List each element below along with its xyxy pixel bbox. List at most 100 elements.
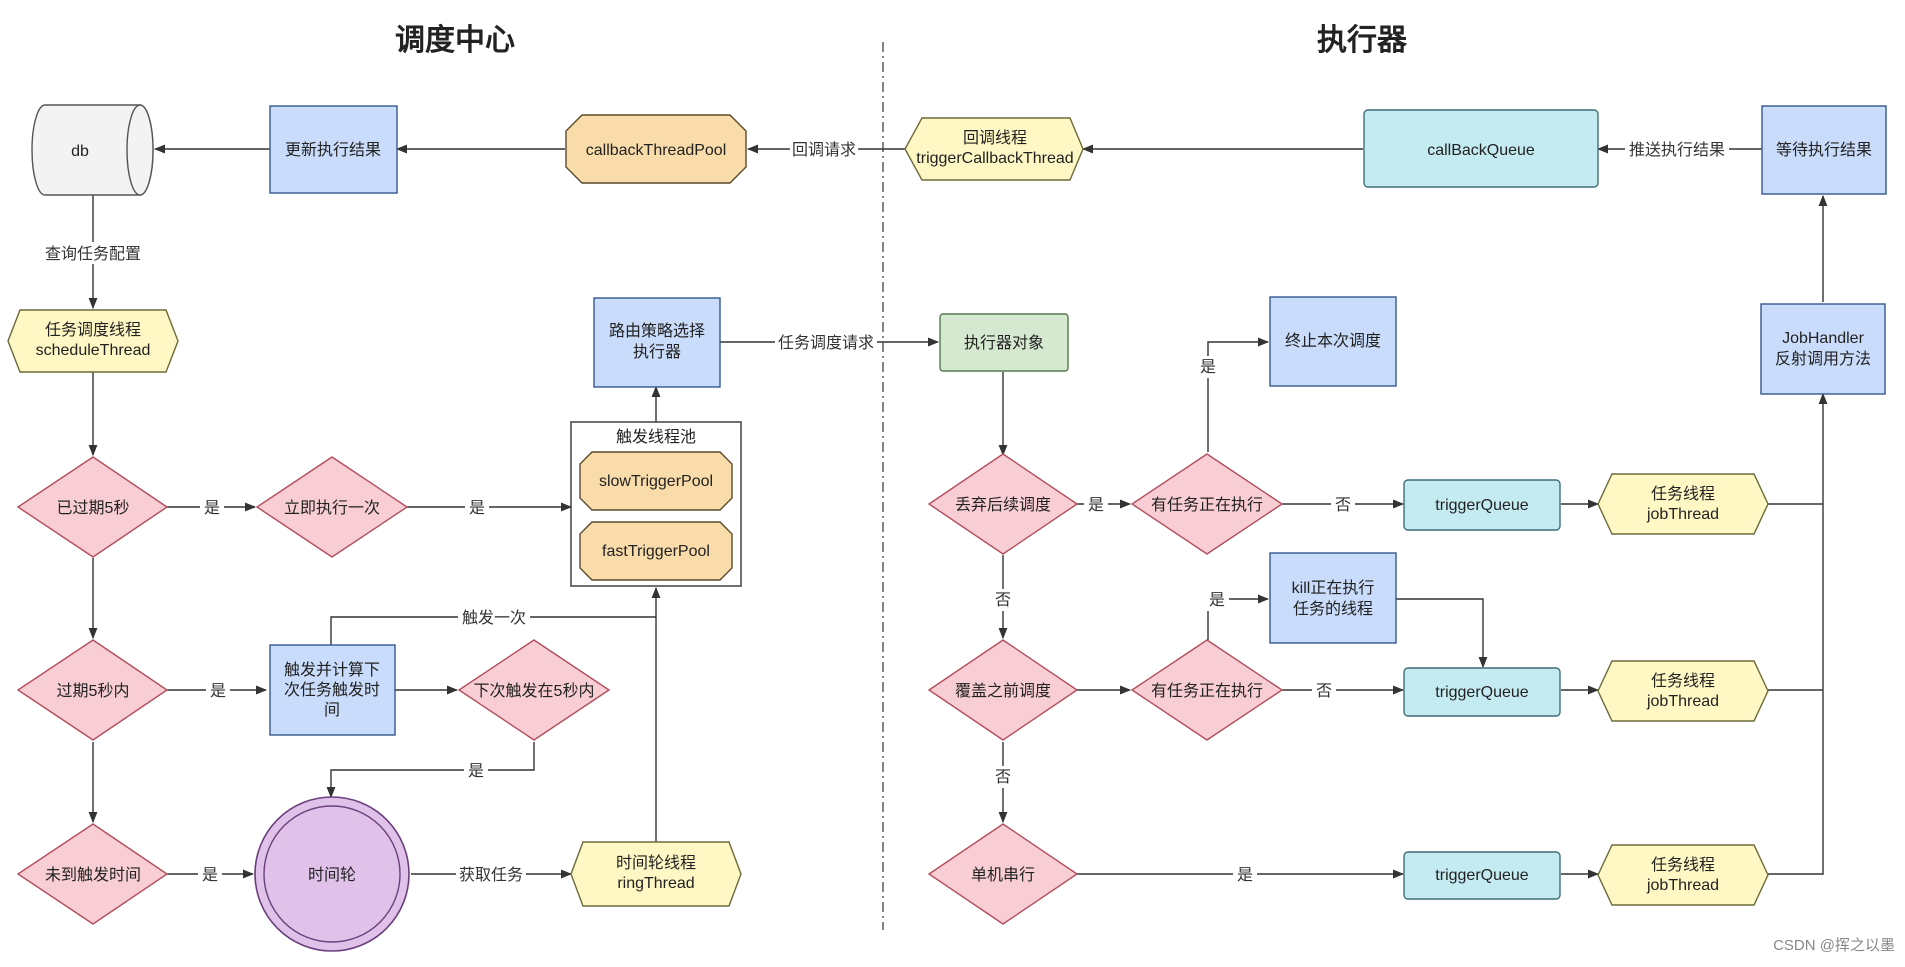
label-push-result: 推送执行结果 <box>1629 141 1725 159</box>
update-result-node: 更新执行结果 <box>269 105 398 194</box>
callback-queue-node: callBackQueue <box>1363 109 1599 188</box>
label-running1-no: 否 <box>1335 497 1351 514</box>
label-query-config: 查询任务配置 <box>45 245 141 263</box>
executor-obj-label: 执行器对象 <box>964 334 1044 352</box>
job-thread-2-line2: jobThread <box>1646 693 1719 710</box>
trigger-pool-group-label: 触发线程池 <box>616 428 696 446</box>
label-within-yes: 是 <box>210 683 226 700</box>
ring-thread-node: 时间轮线程 ringThread <box>570 841 742 907</box>
job-thread-3-node: 任务线程 jobThread <box>1597 844 1769 906</box>
serial-node: 单机串行 <box>927 823 1079 925</box>
label-discard-no: 否 <box>995 592 1011 609</box>
expired-5s-label: 已过期5秒 <box>57 499 130 517</box>
title-executor: 执行器 <box>1317 24 1408 57</box>
label-expired-yes: 是 <box>204 500 220 517</box>
within-5s-label: 过期5秒内 <box>57 682 130 700</box>
watermark: CSDN @挥之以墨 <box>1773 937 1895 954</box>
next-in-5s-label: 下次触发在5秒内 <box>474 682 595 700</box>
job-thread-3-line1: 任务线程 <box>1651 856 1715 874</box>
schedule-thread-line2: scheduleThread <box>36 342 151 359</box>
label-serial-yes: 是 <box>1237 867 1253 884</box>
running-1-label: 有任务正在执行 <box>1151 496 1263 514</box>
label-running2-no: 否 <box>1316 683 1332 700</box>
edge-running1-yes <box>1207 337 1270 452</box>
db-node: db <box>31 104 154 196</box>
wait-result-label: 等待执行结果 <box>1776 141 1872 159</box>
edge-job3-to-handler <box>1768 392 1828 875</box>
trigger-calc-line3: 间 <box>324 701 340 719</box>
label-next-yes: 是 <box>468 763 484 780</box>
executor-obj-node: 执行器对象 <box>939 313 1069 372</box>
label-dispatch-request: 任务调度请求 <box>778 334 874 352</box>
serial-label: 单机串行 <box>971 866 1035 884</box>
job-thread-1-line2: jobThread <box>1646 506 1719 523</box>
kill-running-line1: kill正在执行 <box>1292 579 1375 597</box>
label-running1-yes: 是 <box>1200 359 1216 376</box>
stop-schedule-node: 终止本次调度 <box>1269 296 1397 387</box>
schedule-thread-node: 任务调度线程 scheduleThread <box>7 309 179 373</box>
label-trigger-once: 触发一次 <box>462 609 526 627</box>
label-discard-yes: 是 <box>1088 497 1104 514</box>
trigger-queue-1-label: triggerQueue <box>1435 497 1528 514</box>
label-notdue-yes: 是 <box>202 867 218 884</box>
job-handler-line1: JobHandler <box>1782 330 1865 347</box>
trigger-calc-line2: 次任务触发时 <box>284 681 380 699</box>
within-5s-node: 过期5秒内 <box>16 639 169 741</box>
job-thread-2-node: 任务线程 jobThread <box>1597 660 1769 722</box>
trigger-calc-line1: 触发并计算下 <box>284 660 380 679</box>
trigger-queue-2-node: triggerQueue <box>1403 667 1561 717</box>
callback-pool-label: callbackThreadPool <box>586 142 727 159</box>
ring-thread-line1: 时间轮线程 <box>616 854 696 872</box>
time-wheel-node: 时间轮 <box>254 796 410 952</box>
running-1-node: 有任务正在执行 <box>1130 453 1284 555</box>
label-running2-yes: 是 <box>1209 592 1225 609</box>
run-once-node: 立即执行一次 <box>255 456 409 558</box>
next-in-5s-node: 下次触发在5秒内 <box>457 639 611 741</box>
job-thread-1-line1: 任务线程 <box>1651 485 1715 503</box>
edge-kill-to-queue2 <box>1396 598 1488 669</box>
edge-next-yes <box>326 742 535 799</box>
route-select-line2: 执行器 <box>633 343 681 361</box>
trigger-queue-2-label: triggerQueue <box>1435 684 1528 701</box>
trigger-calc-node: 触发并计算下 次任务触发时 间 <box>269 644 396 736</box>
title-dispatch-center: 调度中心 <box>395 24 515 57</box>
cover-before-node: 覆盖之前调度 <box>927 639 1079 741</box>
trigger-queue-1-node: triggerQueue <box>1403 479 1561 531</box>
callback-thread-line2: triggerCallbackThread <box>916 150 1073 167</box>
callback-queue-label: callBackQueue <box>1427 142 1535 159</box>
route-select-node: 路由策略选择 执行器 <box>593 297 721 388</box>
job-handler-node: JobHandler 反射调用方法 <box>1760 303 1886 395</box>
trigger-queue-3-node: triggerQueue <box>1403 851 1561 900</box>
callback-pool-node: callbackThreadPool <box>565 114 747 184</box>
expired-5s-node: 已过期5秒 <box>16 456 169 558</box>
trigger-queue-3-label: triggerQueue <box>1435 867 1528 884</box>
kill-running-line2: 任务的线程 <box>1293 600 1373 618</box>
update-result-label: 更新执行结果 <box>285 141 381 159</box>
run-once-label: 立即执行一次 <box>284 499 380 517</box>
edge-trigger-once <box>330 616 656 645</box>
route-select-line1: 路由策略选择 <box>609 322 705 340</box>
not-due-label: 未到触发时间 <box>45 866 141 884</box>
discard-later-node: 丢弃后续调度 <box>927 453 1079 555</box>
job-handler-line2: 反射调用方法 <box>1775 350 1871 368</box>
slow-pool-node: slowTriggerPool <box>579 451 733 511</box>
fast-pool-label: fastTriggerPool <box>602 543 710 560</box>
time-wheel-label: 时间轮 <box>308 866 356 884</box>
ring-thread-line2: ringThread <box>617 875 694 892</box>
edge-labels: 查询任务配置 回调请求 推送执行结果 任务调度请求 是 是 是 触发一次 是 是… <box>38 139 1729 886</box>
stop-schedule-label: 终止本次调度 <box>1285 332 1381 350</box>
wait-result-node: 等待执行结果 <box>1761 105 1887 195</box>
job-thread-1-node: 任务线程 jobThread <box>1597 473 1769 535</box>
job-thread-2-line1: 任务线程 <box>1651 672 1715 690</box>
label-cover-no: 否 <box>995 769 1011 786</box>
discard-later-label: 丢弃后续调度 <box>955 496 1051 514</box>
kill-running-node: kill正在执行 任务的线程 <box>1269 552 1397 644</box>
label-callback-request: 回调请求 <box>792 141 856 159</box>
cover-before-label: 覆盖之前调度 <box>955 682 1051 700</box>
label-fetch-task: 获取任务 <box>459 866 523 884</box>
not-due-node: 未到触发时间 <box>16 823 169 925</box>
running-2-label: 有任务正在执行 <box>1151 682 1263 700</box>
callback-thread-line1: 回调线程 <box>963 129 1027 147</box>
callback-thread-node: 回调线程 triggerCallbackThread <box>904 117 1084 181</box>
